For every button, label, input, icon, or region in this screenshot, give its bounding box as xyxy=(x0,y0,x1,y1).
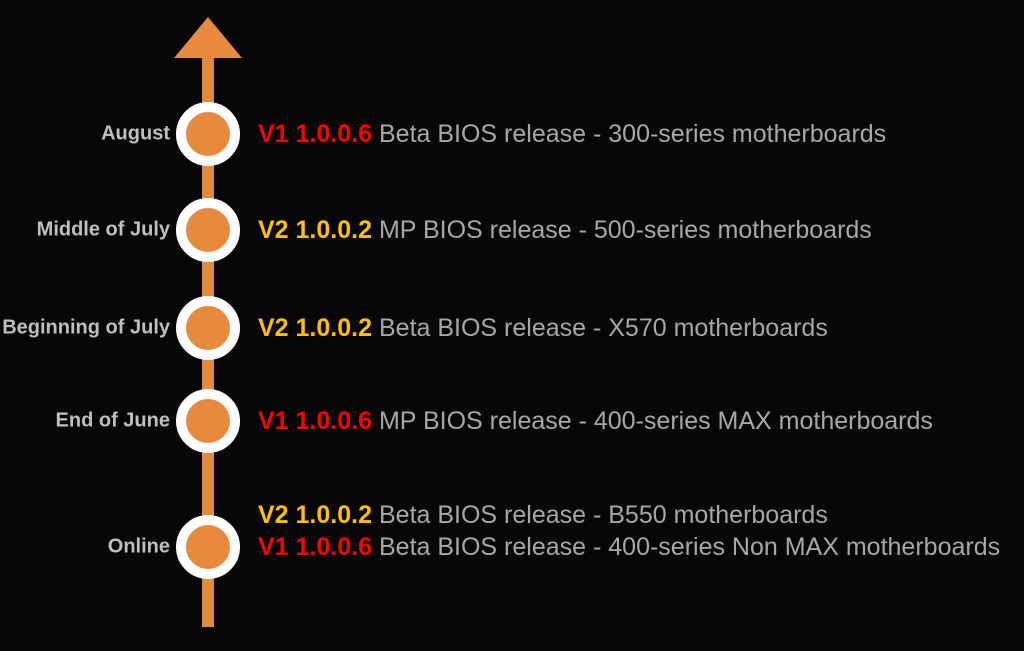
timeline-node-icon xyxy=(176,102,240,166)
timeline-node-icon xyxy=(176,296,240,360)
version-text: V1 1.0.0.6 xyxy=(258,120,372,148)
event-label: August xyxy=(101,122,170,145)
version-text: V2 1.0.0.2 xyxy=(258,501,372,529)
timeline-node-icon xyxy=(176,515,240,579)
description-text: Beta BIOS release - B550 motherboards xyxy=(378,501,828,529)
event-label: Beginning of July xyxy=(2,316,170,339)
timeline-node-icon xyxy=(176,389,240,453)
timeline-node-icon xyxy=(176,198,240,262)
description-text: MP BIOS release - 400-series MAX motherb… xyxy=(378,407,933,435)
event-label: Online xyxy=(107,535,170,558)
event-label: End of June xyxy=(55,409,170,432)
version-text: V2 1.0.0.2 xyxy=(258,314,372,342)
description-text: Beta BIOS release - 400-series Non MAX m… xyxy=(378,533,1001,561)
version-text: V2 1.0.0.2 xyxy=(258,216,372,244)
description-text: MP BIOS release - 500-series motherboard… xyxy=(378,216,872,244)
description-text: Beta BIOS release - 300-series motherboa… xyxy=(378,120,887,148)
version-text: V1 1.0.0.6 xyxy=(258,407,372,435)
description-text: Beta BIOS release - X570 motherboards xyxy=(378,314,828,342)
version-text: V1 1.0.0.6 xyxy=(258,533,372,561)
event-label: Middle of July xyxy=(36,218,170,241)
